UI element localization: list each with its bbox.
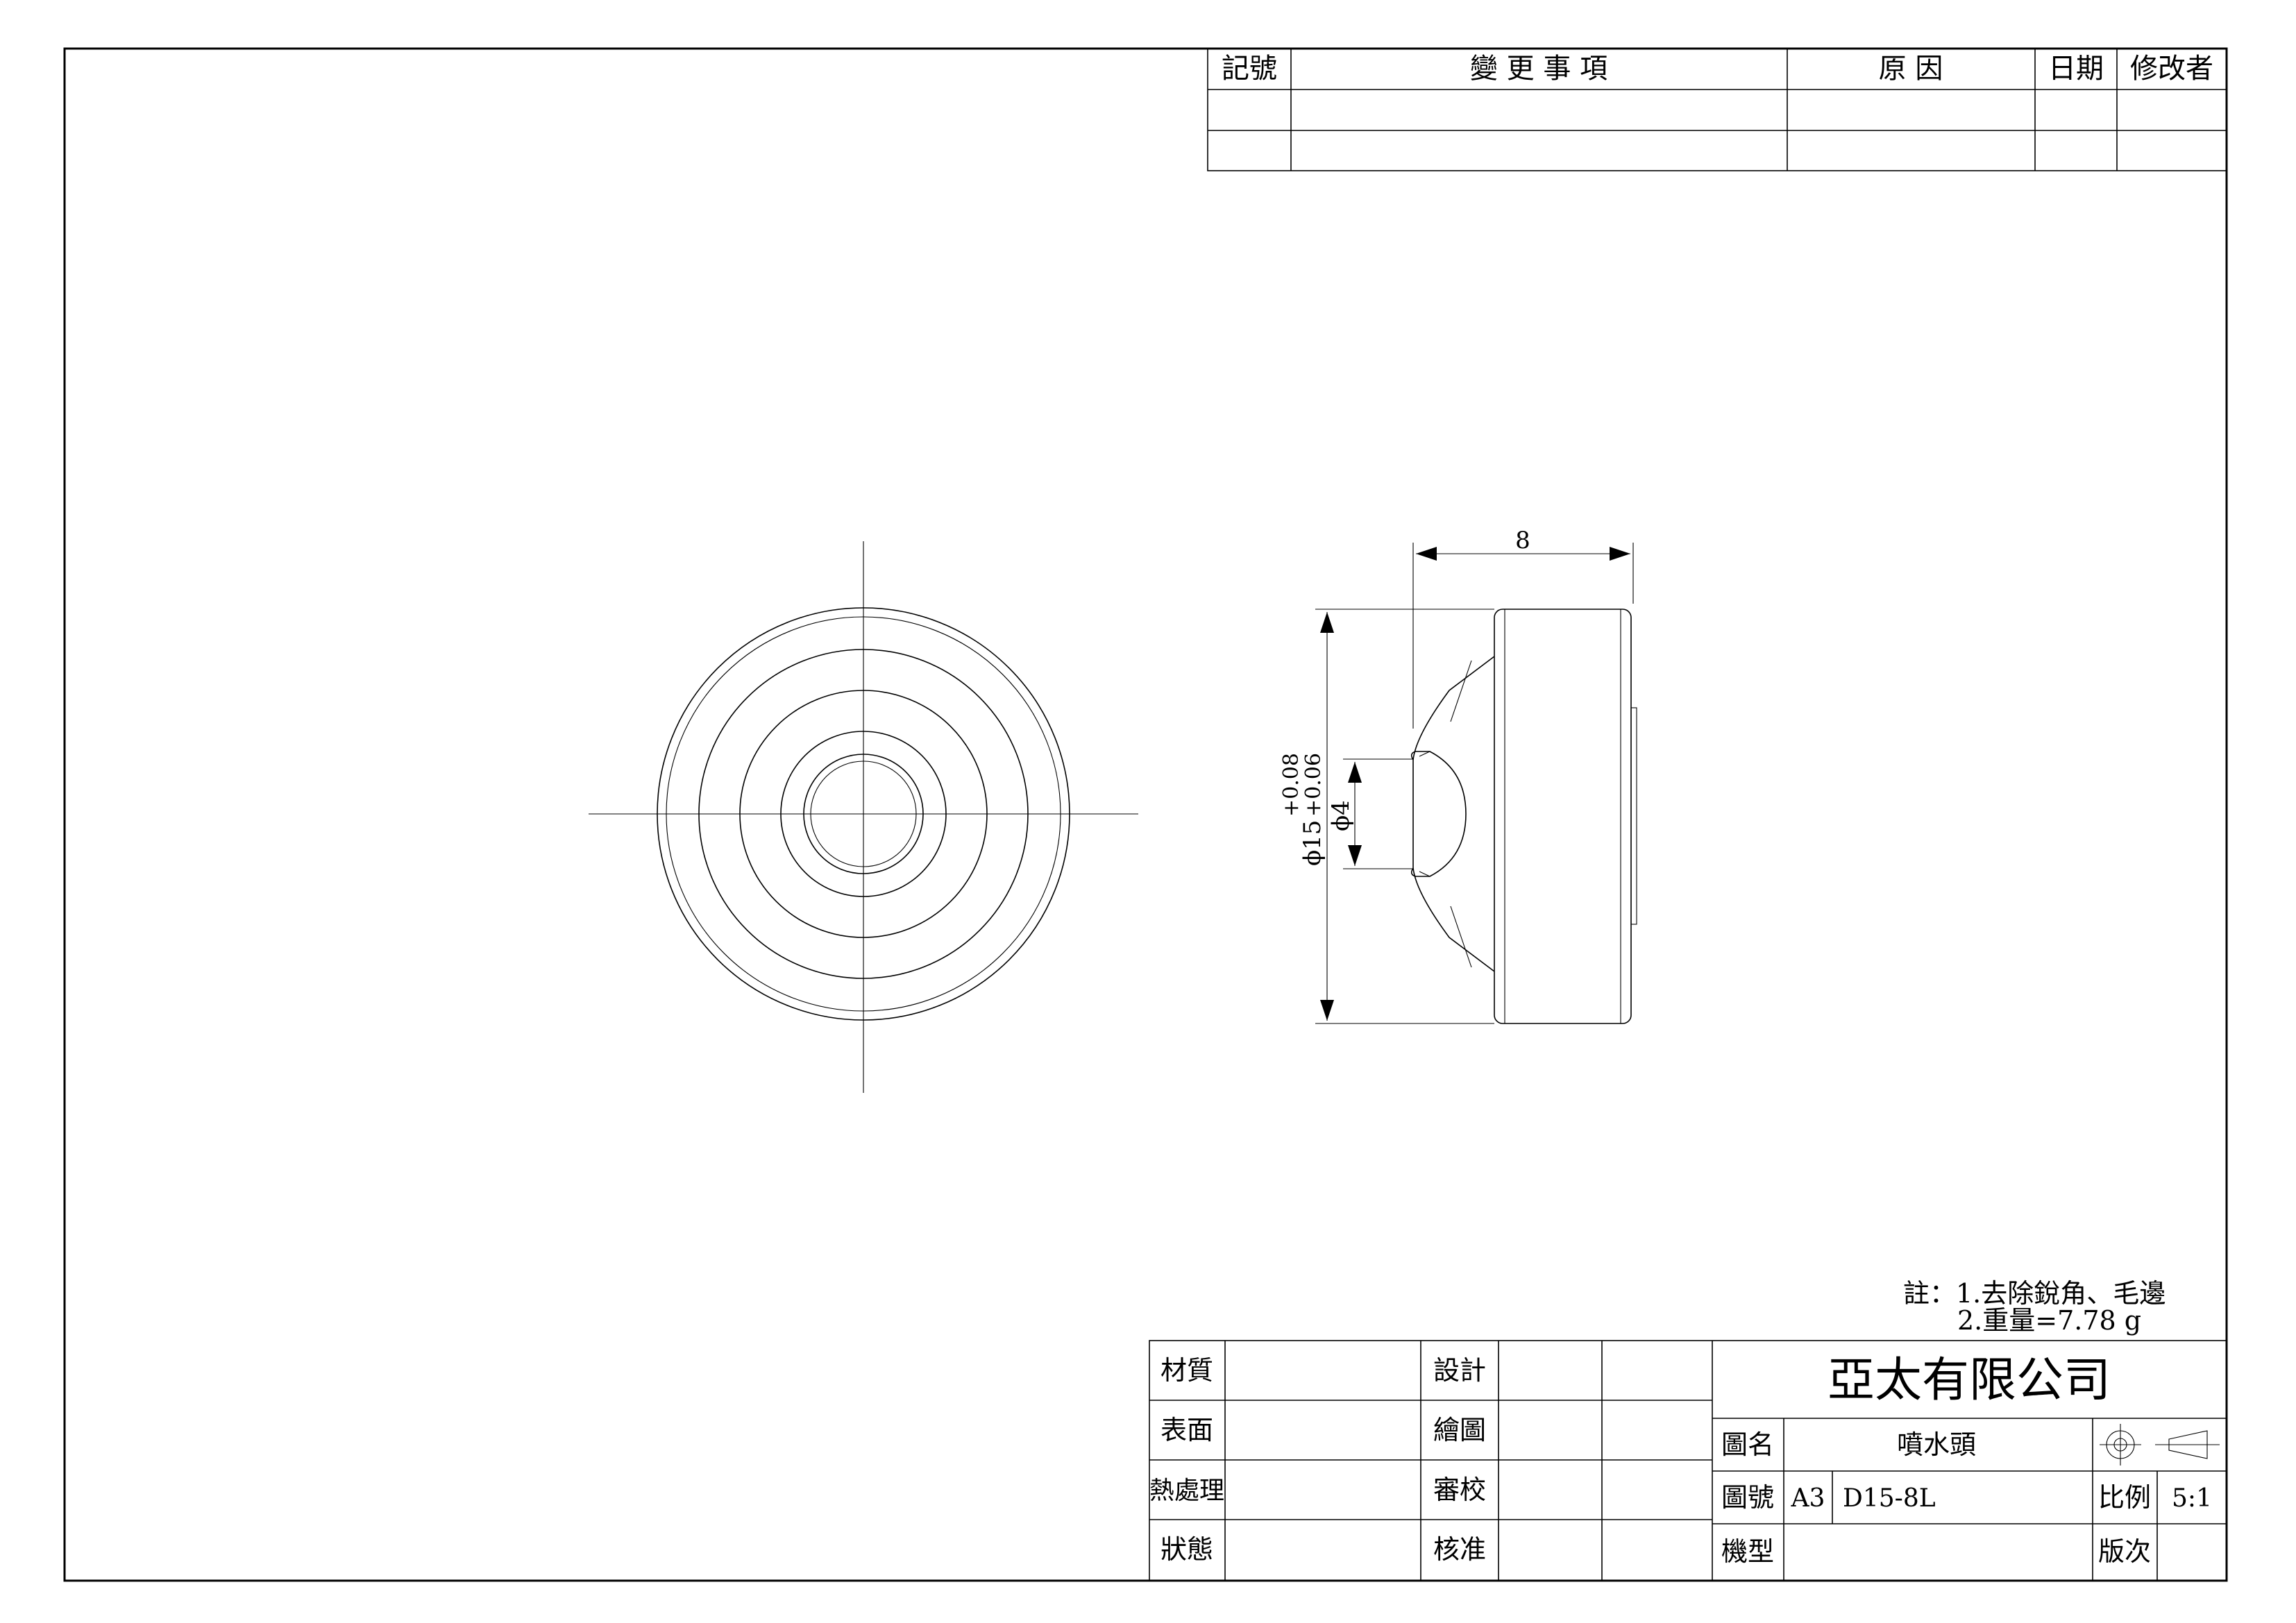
label-approve: 核准 (1433, 1534, 1486, 1565)
dimensions: 8 ϕ15 +0.08 +0.06 ϕ4 (1279, 527, 1634, 1024)
dim-width-label: 8 (1515, 527, 1530, 554)
label-edition: 版次 (2098, 1536, 2151, 1567)
projection-symbol-icon (2100, 1424, 2220, 1465)
dim-outer-tol-upper: +0.08 (1279, 753, 1303, 817)
label-scale: 比例 (2098, 1482, 2151, 1513)
label-surface: 表面 (1160, 1415, 1213, 1445)
notes: 註：1.去除銳角、毛邊 2.重量=7.78 g (1903, 1278, 2166, 1336)
rev-header-change: 變 更 事 項 (1470, 53, 1607, 85)
company-name: 亞太有限公司 (1827, 1353, 2111, 1408)
rev-header-reason: 原 因 (1879, 53, 1943, 85)
label-check: 審校 (1433, 1475, 1486, 1505)
revision-table: 記號 變 更 事 項 原 因 日期 修改者 (1207, 48, 2227, 171)
rev-header-date: 日期 (2048, 53, 2104, 85)
label-drawing-number: 圖號 (1721, 1482, 1774, 1513)
drawing-name: 噴水頭 (1897, 1429, 1976, 1460)
paper-size: A3 (1791, 1484, 1825, 1513)
drawing-number: D15-8L (1843, 1484, 1936, 1513)
label-status: 狀態 (1160, 1534, 1213, 1565)
rev-header-editor: 修改者 (2130, 53, 2213, 85)
dim-outer-diameter: ϕ15 (1299, 820, 1326, 866)
label-heat-treatment: 熱處理 (1149, 1477, 1224, 1505)
label-model: 機型 (1721, 1536, 1774, 1567)
label-drawing-name: 圖名 (1721, 1429, 1774, 1460)
scale-value: 5:1 (2172, 1484, 2212, 1513)
label-drawing: 繪圖 (1433, 1415, 1486, 1445)
label-design: 設計 (1433, 1355, 1486, 1386)
note-line-1: 註：1.去除銳角、毛邊 (1903, 1278, 2166, 1309)
side-view (1410, 609, 1637, 1024)
front-view (589, 541, 1138, 1093)
note-line-2: 2.重量=7.78 g (1957, 1305, 2141, 1336)
sheet-border (63, 47, 2228, 1582)
dim-bore-diameter: ϕ4 (1327, 800, 1355, 831)
dim-outer-tol-lower: +0.06 (1301, 753, 1326, 817)
title-block: 材質 表面 熱處理 狀態 設計 繪圖 審校 核准 亞太有限公司 圖名 噴水頭 圖… (1149, 1340, 2227, 1581)
label-material: 材質 (1160, 1355, 1213, 1386)
rev-header-mark: 記號 (1222, 53, 1277, 85)
